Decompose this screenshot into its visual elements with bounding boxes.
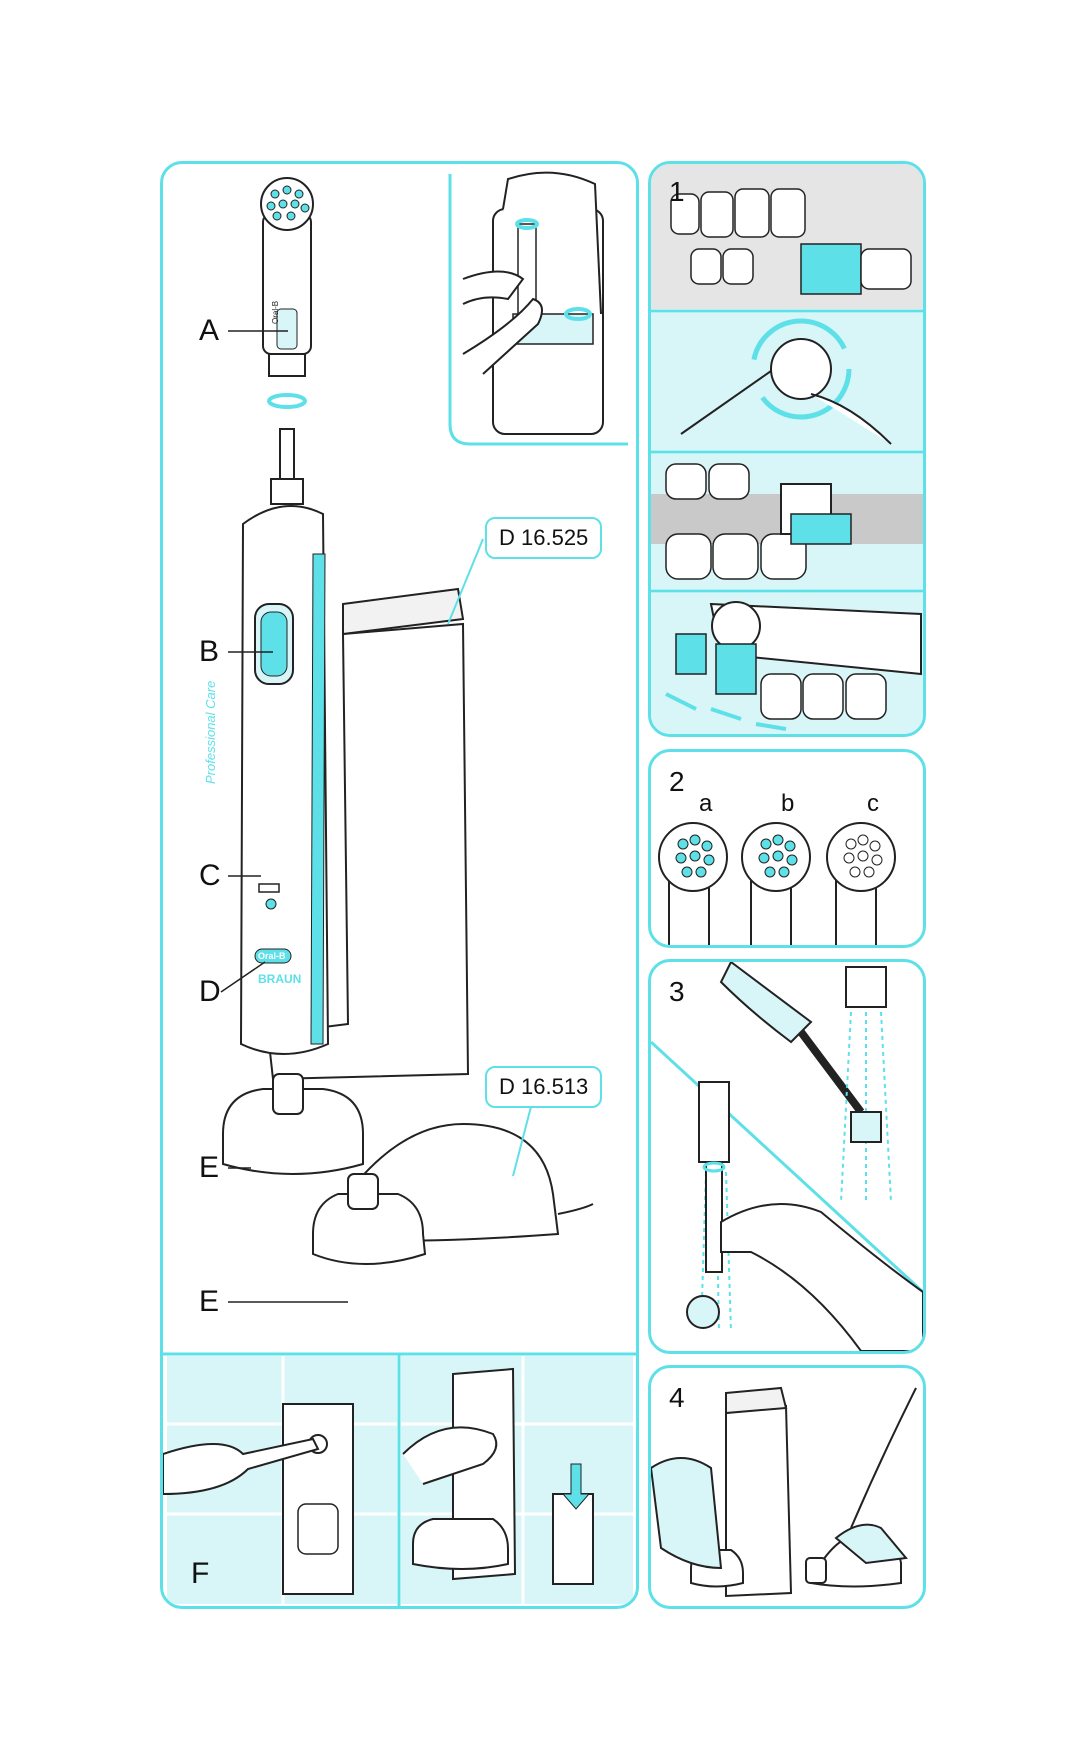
step-1-illustration [651, 164, 923, 734]
step-2-illustration [658, 822, 896, 945]
part-label-f: F [191, 1557, 210, 1590]
part-label-a: A [199, 314, 220, 347]
part-label-c: C [199, 859, 221, 892]
step-2-label-a: a [699, 790, 713, 817]
step-2-number: 2 [669, 766, 685, 797]
main-parts-illustration [163, 171, 636, 1606]
handle-brand-oral-b: Oral-B [258, 951, 286, 961]
step-4-panel: 4 [648, 1365, 926, 1609]
step-3-panel: 3 [648, 959, 926, 1354]
part-label-b: B [199, 635, 220, 668]
step-1-number: 1 [669, 176, 685, 207]
handle-brand-braun: BRAUN [258, 972, 302, 986]
handle-product-line-text: Professional Care [203, 680, 218, 784]
brush-head-brand-text: Oral-B [271, 300, 280, 324]
model-callout-charger: D 16.513 [485, 1066, 603, 1108]
part-label-e-lower: E [199, 1285, 220, 1318]
step-3-number: 3 [669, 976, 685, 1007]
step-2-label-c: c [867, 790, 879, 817]
model-callout-stand: D 16.525 [485, 517, 603, 559]
part-label-d: D [199, 975, 221, 1008]
step-2-panel: 2 a b c [648, 749, 926, 948]
part-label-e-upper: E [199, 1151, 220, 1184]
step-2-label-b: b [781, 790, 795, 817]
main-parts-panel: A B C D E E F D 16.525 D 16.513 Professi… [160, 161, 639, 1609]
step-4-illustration [651, 1386, 917, 1598]
step-3-illustration [651, 962, 923, 1351]
step-4-number: 4 [669, 1382, 685, 1413]
step-1-panel: 1 [648, 161, 926, 737]
